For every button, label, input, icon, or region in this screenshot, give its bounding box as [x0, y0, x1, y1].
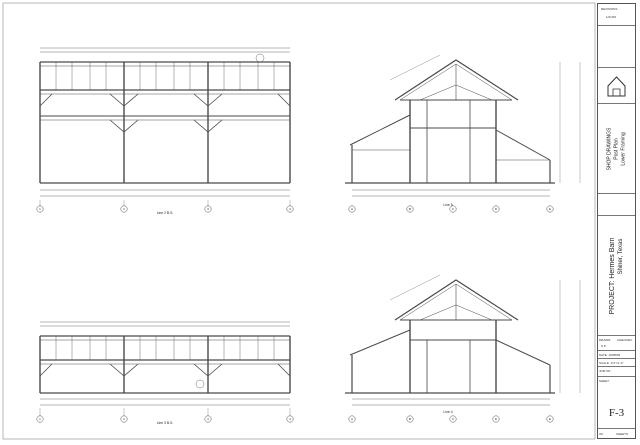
- grid-label: 1: [39, 417, 41, 421]
- title-block: REVISIONS 1/21/06 SHOP DRAWINGS Post Pla…: [597, 3, 636, 439]
- grid-label: B: [409, 207, 411, 211]
- section-top-right: [345, 54, 581, 197]
- project-name: Hermes Barn: [608, 236, 616, 279]
- date-cell: DATE: 10/08/06: [598, 351, 635, 359]
- scale-label: SCALE:: [599, 361, 610, 365]
- sheets-label: SHEETS: [616, 432, 629, 436]
- grid-label: 4: [289, 207, 291, 211]
- drawn-checked-cell: DRAWN: S.P. CHECKED:: [598, 336, 635, 351]
- grid-label: E: [549, 417, 551, 421]
- grid-label: C: [452, 417, 455, 421]
- grid-label: A: [351, 417, 353, 421]
- grid-label: D: [495, 207, 498, 211]
- grid-label: D: [495, 417, 498, 421]
- revisions-label: REVISIONS: [601, 7, 618, 11]
- grid-label: E: [549, 207, 551, 211]
- job-label: JOB NO.:: [599, 369, 612, 373]
- view-caption: Line 4: [443, 410, 452, 414]
- grid-label: A: [351, 207, 353, 211]
- scale-value: 1/4"=1'-0": [610, 361, 624, 365]
- sheet-number: F-3: [608, 407, 625, 419]
- elevation-top-left: [39, 47, 291, 210]
- grid-label: B: [409, 417, 411, 421]
- revisions-cell: REVISIONS 1/21/06: [598, 4, 635, 26]
- date-value: 10/08/06: [608, 353, 621, 357]
- grid-label: 2: [123, 207, 125, 211]
- drawing-title-line-1: SHOP DRAWINGS: [606, 127, 612, 170]
- checked-label: CHECKED:: [617, 338, 633, 342]
- project-cell: PROJECT: Hermes Barn Shiner, Texas: [598, 216, 635, 336]
- elevation-bottom-left: [39, 321, 291, 418]
- blank-cell: [598, 194, 635, 216]
- section-bottom-right: [345, 274, 581, 406]
- drawn-value: S.P.: [601, 344, 607, 348]
- grid-label: C: [452, 207, 455, 211]
- date-label: DATE:: [599, 353, 608, 357]
- project-label: PROJECT:: [608, 280, 616, 315]
- view-caption: Line 5: [443, 203, 452, 207]
- grid-bubbles: [36, 205, 554, 423]
- view-caption: Line 2 B.S.: [157, 211, 174, 215]
- grid-label: 2: [123, 417, 125, 421]
- job-cell: JOB NO.:: [598, 367, 635, 377]
- of-label: OF: [599, 432, 604, 436]
- project-location: Shiner, Texas: [617, 238, 624, 275]
- drawing-title-line-3: Lower Framing: [620, 131, 626, 166]
- view-caption: Line 3 B.S.: [157, 421, 174, 425]
- drawing-title-cell: SHOP DRAWINGS Post Plan Lower Framing: [598, 104, 635, 194]
- scale-cell: SCALE: 1/4"=1'-0": [598, 359, 635, 367]
- grid-label: 1: [39, 207, 41, 211]
- drawing-title-line-2: Post Plan: [613, 137, 619, 160]
- drawn-label: DRAWN:: [599, 338, 612, 342]
- logo-cell: [598, 68, 635, 104]
- grid-label: 4: [289, 417, 291, 421]
- sheet-label: SHEET:: [599, 379, 610, 383]
- sheet-count-cell: OF SHEETS: [598, 429, 635, 438]
- sheet-cell: SHEET: F-3: [598, 377, 635, 429]
- house-logo-icon: [607, 76, 626, 97]
- grid-label: 3: [207, 417, 209, 421]
- grid-label: 3: [207, 207, 209, 211]
- revision-date: 1/21/06: [606, 15, 617, 19]
- blank-cell: [598, 26, 635, 68]
